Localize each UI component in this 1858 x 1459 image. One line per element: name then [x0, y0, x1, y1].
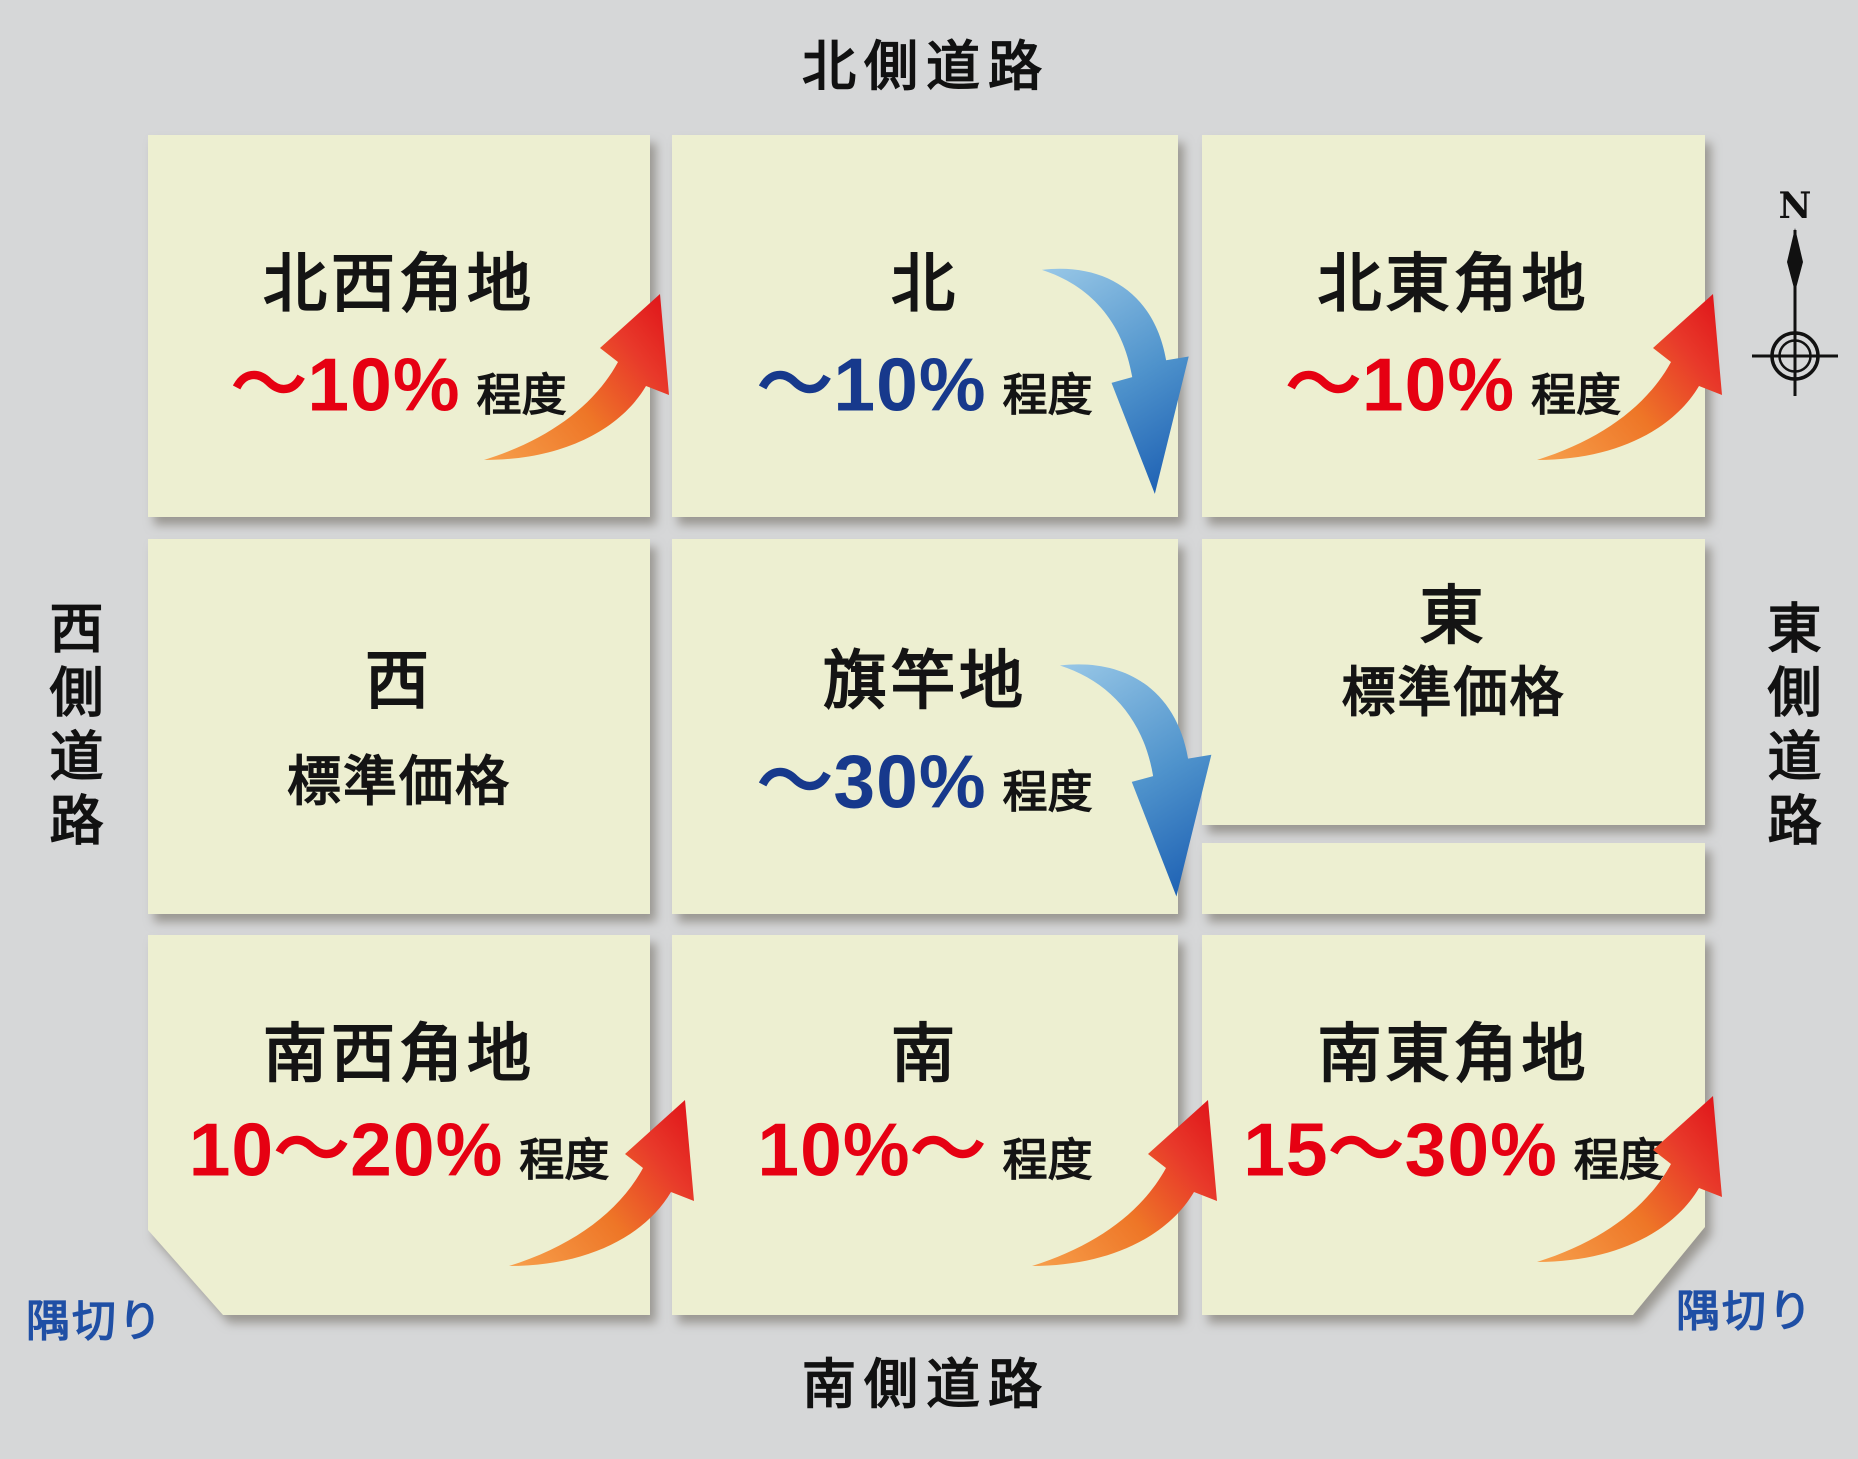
price-change-suffix: 程度 [1002, 369, 1093, 421]
price-up-arrow-icon [1030, 1094, 1250, 1274]
price-change-value: ～10% [1285, 342, 1516, 427]
corner-cut-label-southwest: 隅切り [26, 1297, 164, 1346]
parcel-title: 南 [891, 1017, 959, 1092]
price-change-line: ～10% 程度 [672, 342, 1178, 427]
parcel-northeast: 北東角地 ～10% 程度 [1202, 135, 1705, 517]
price-change-suffix: 程度 [1531, 369, 1622, 421]
price-change-line: ～30% 程度 [672, 739, 1178, 824]
compass-icon [1750, 178, 1840, 408]
parcel-northwest: 北西角地 ～10% 程度 [148, 135, 650, 517]
parcel-north: 北 ～10% 程度 [672, 135, 1178, 517]
price-down-arrow-icon [1058, 650, 1223, 908]
road-label-south: 南側道路 [802, 1355, 1050, 1415]
price-change-line: ～10% 程度 [1202, 342, 1705, 427]
price-change-line: ～10% 程度 [148, 342, 650, 427]
parcel-title: 北 [891, 247, 959, 322]
price-down-arrow-icon [1040, 255, 1200, 505]
price-change-value: 10～20% [188, 1107, 504, 1192]
price-change-suffix: 程度 [1573, 1134, 1664, 1186]
price-up-arrow-icon [482, 288, 702, 468]
price-change-suffix: 程度 [476, 369, 567, 421]
parcel-title: 北東角地 [1317, 247, 1590, 322]
price-change-line: 15～30% 程度 [1202, 1107, 1705, 1192]
parcel-title: 東 [1419, 579, 1488, 654]
price-change-value: 10%～ [757, 1107, 987, 1192]
parcel-east: 東 標準価格 [1202, 539, 1705, 825]
price-change-line: 10～20% 程度 [148, 1107, 650, 1192]
price-change-suffix: 程度 [1002, 1134, 1093, 1186]
parcel-title: 西 [365, 644, 433, 719]
road-label-north: 北側道路 [802, 37, 1050, 97]
parcel-west: 西 標準価格 [148, 539, 650, 914]
parcel-title: 南西角地 [263, 1017, 535, 1092]
price-change-value: ～30% [757, 739, 987, 824]
parcel-title: 南東角地 [1317, 1017, 1590, 1092]
standard-price-label: 標準価格 [1341, 663, 1566, 723]
parcel-title: 北西角地 [263, 247, 535, 322]
price-up-arrow-icon [507, 1094, 727, 1274]
parcel-flagpole: 旗竿地 ～30% 程度 [672, 539, 1178, 914]
price-change-suffix: 程度 [1002, 766, 1093, 818]
price-change-value: ～10% [231, 342, 461, 427]
price-up-arrow-icon [1535, 1090, 1755, 1270]
road-label-west: 西側道路 [41, 600, 101, 856]
road-label-east: 東側道路 [1759, 600, 1819, 856]
price-change-value: 15～30% [1243, 1107, 1558, 1192]
standard-price-label: 標準価格 [287, 752, 511, 812]
flagpole-access-strip [1202, 843, 1705, 914]
parcel-southeast: 南東角地 15～30% 程度 [1202, 935, 1705, 1315]
price-change-value: ～10% [757, 342, 987, 427]
corner-cut-label-southeast: 隅切り [1676, 1287, 1814, 1336]
parcel-title: 旗竿地 [823, 644, 1027, 719]
price-change-line: 10%～ 程度 [672, 1107, 1178, 1192]
price-up-arrow-icon [1535, 288, 1755, 468]
price-change-suffix: 程度 [519, 1134, 610, 1186]
